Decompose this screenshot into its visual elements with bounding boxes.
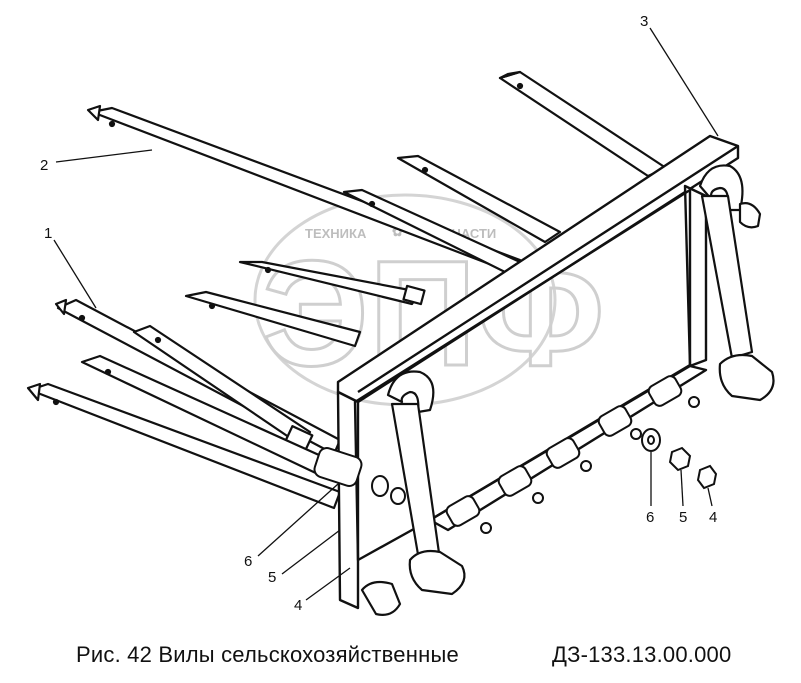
cylinder: [597, 405, 642, 440]
brackets: [360, 164, 775, 616]
tine: [498, 70, 668, 178]
callout-1: 1: [44, 225, 52, 242]
right-pivot: [738, 202, 762, 229]
left-clamp: [408, 549, 466, 596]
svg-text:✿: ✿: [392, 224, 403, 239]
clamp-cylinders: [313, 375, 700, 534]
loose-parts: [641, 428, 718, 490]
cylinder: [647, 375, 700, 408]
nut-5: [668, 446, 692, 472]
drawing-code: ДЗ-133.13.00.000: [552, 642, 732, 667]
left-lever: [390, 402, 442, 568]
bottom-pivot: [360, 580, 402, 616]
callout-4-left: 4: [294, 597, 302, 614]
tines: [26, 70, 668, 510]
washer: [371, 475, 389, 497]
tine: [184, 290, 362, 348]
callout-5-right: 5: [679, 509, 687, 526]
tine: [238, 260, 426, 306]
callout-3: 3: [640, 13, 648, 30]
callout-6-right: 6: [646, 509, 654, 526]
leader-lines: [53, 27, 719, 601]
tine: [132, 324, 314, 451]
callout-4-right: 4: [709, 509, 717, 526]
figure-caption: Рис. 42 Вилы сельскохозяйственные: [76, 642, 459, 667]
cylinder: [497, 465, 544, 504]
watermark-left-word: ТЕХНИКА: [305, 226, 367, 241]
callout-6-left: 6: [244, 553, 252, 570]
callouts: 1 2 3 6 5 4 6 5 4: [40, 13, 717, 614]
tine: [86, 104, 522, 272]
callout-2: 2: [40, 157, 48, 174]
callout-5-left: 5: [268, 569, 276, 586]
right-lever: [700, 194, 754, 360]
right-clamp: [718, 353, 775, 402]
tine: [396, 154, 562, 244]
cylinder: [445, 495, 492, 534]
nut: [390, 487, 406, 505]
cylinder: [545, 437, 592, 472]
nut-4: [696, 464, 718, 490]
right-upright: [683, 184, 708, 368]
spacer-tube: [313, 447, 363, 487]
